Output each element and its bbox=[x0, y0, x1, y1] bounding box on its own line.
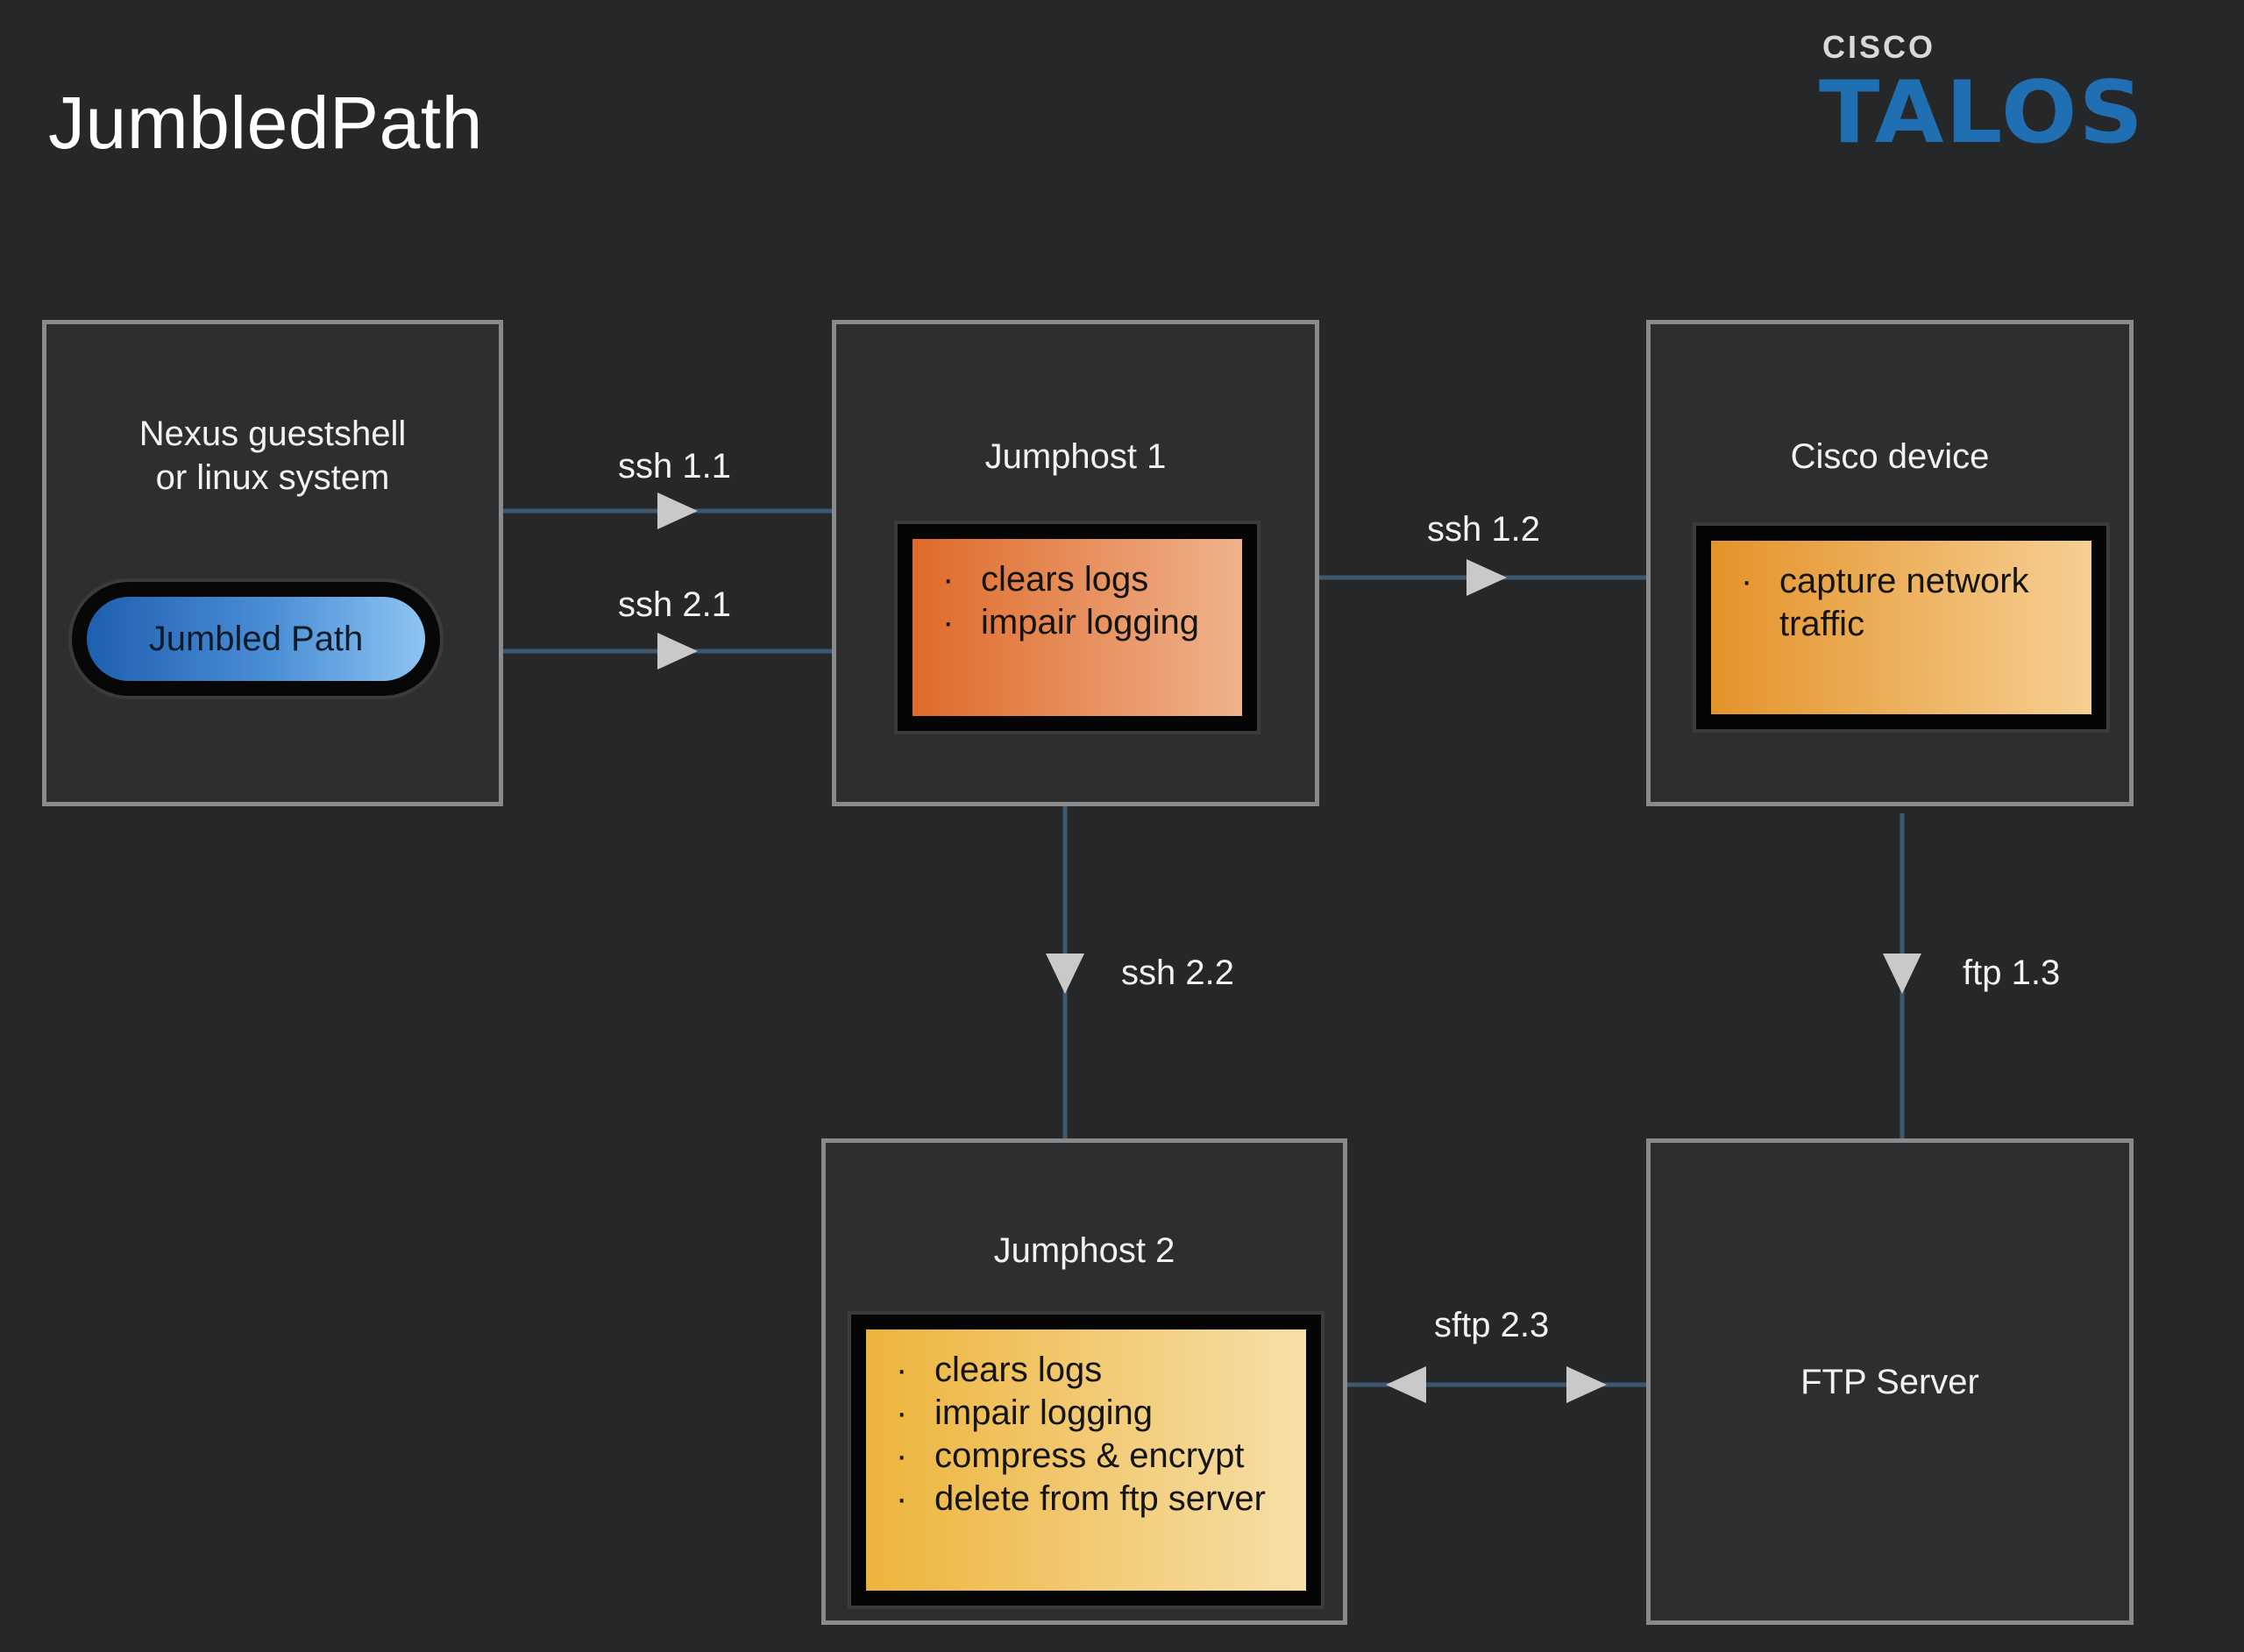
connector-sftp-2-3: sftp 2.3 bbox=[1346, 1306, 1648, 1403]
node-ftp-server: FTP Server bbox=[1646, 1138, 2134, 1625]
node-cisco-device: Cisco device · capture network traffic bbox=[1646, 320, 2134, 806]
arrow-right-icon bbox=[1566, 1366, 1607, 1403]
node-origin-system: Nexus guestshell or linux system Jumbled… bbox=[42, 320, 503, 806]
bullet-icon: · bbox=[896, 1393, 908, 1432]
brand-top-text: CISCO bbox=[1822, 29, 1935, 65]
node-title-jumphost-1: Jumphost 1 bbox=[984, 437, 1167, 476]
action-text: capture network traffic bbox=[1779, 562, 2029, 643]
action-item: · capture network traffic bbox=[1734, 560, 2069, 646]
action-item: · clears logs bbox=[889, 1349, 1283, 1392]
jumbled-path-pill: Jumbled Path bbox=[68, 578, 444, 699]
connector-label-ssh-2-1: ssh 2.1 bbox=[618, 585, 731, 624]
action-list-jumphost-2: · clears logs · impair logging · compress &… bbox=[889, 1349, 1283, 1521]
action-list-jumphost-1: · clears logs · impair logging bbox=[935, 558, 1219, 644]
page-title: JumbledPath bbox=[48, 82, 483, 164]
connector-label-ftp-1-3: ftp 1.3 bbox=[1963, 954, 2060, 992]
cisco-talos-logo: CISCO TALOS bbox=[1819, 29, 2145, 158]
bullet-icon: · bbox=[942, 603, 955, 642]
action-box-cisco-device: · capture network traffic bbox=[1693, 522, 2110, 733]
connector-ssh-2-2: ssh 2.2 bbox=[1046, 805, 1234, 1140]
action-item: · impair logging bbox=[935, 601, 1219, 644]
connector-ftp-1-3: ftp 1.3 bbox=[1883, 813, 2060, 1140]
arrow-left-icon bbox=[1386, 1366, 1426, 1403]
action-text: delete from ftp server bbox=[934, 1479, 1266, 1518]
arrow-right-icon bbox=[1466, 559, 1507, 596]
connector-label-sftp-2-3: sftp 2.3 bbox=[1434, 1306, 1549, 1344]
action-box-jumphost-1: · clears logs · impair logging bbox=[894, 521, 1260, 734]
action-item: · clears logs bbox=[935, 558, 1219, 601]
jumbled-path-label: Jumbled Path bbox=[87, 597, 425, 681]
connector-ssh-1-1: ssh 1.1 bbox=[501, 447, 834, 529]
action-list-cisco-device: · capture network traffic bbox=[1734, 560, 2069, 646]
action-text: impair logging bbox=[934, 1393, 1154, 1432]
bullet-icon: · bbox=[896, 1479, 908, 1518]
action-text: clears logs bbox=[934, 1351, 1103, 1389]
action-item: · delete from ftp server bbox=[889, 1478, 1283, 1521]
action-text: impair logging bbox=[981, 603, 1200, 642]
node-title-jumphost-2: Jumphost 2 bbox=[993, 1231, 1175, 1270]
action-text: compress & encrypt bbox=[934, 1436, 1245, 1475]
connector-ssh-1-2: ssh 1.2 bbox=[1317, 510, 1648, 596]
node-title-line: or linux system bbox=[155, 458, 390, 497]
brand-name: TALOS bbox=[1819, 63, 2145, 158]
action-text: clears logs bbox=[981, 560, 1149, 599]
bullet-icon: · bbox=[1741, 562, 1753, 600]
connector-label-ssh-1-2: ssh 1.2 bbox=[1427, 510, 1540, 549]
action-item: · compress & encrypt bbox=[889, 1435, 1283, 1478]
connector-label-ssh-2-2: ssh 2.2 bbox=[1121, 954, 1234, 992]
connector-ssh-2-1: ssh 2.1 bbox=[501, 585, 834, 670]
arrow-down-icon bbox=[1046, 954, 1084, 994]
arrow-right-icon bbox=[657, 493, 698, 529]
node-title-line: Nexus guestshell bbox=[138, 415, 407, 453]
arrow-right-icon bbox=[657, 633, 698, 670]
arrow-down-icon bbox=[1883, 954, 1921, 994]
bullet-icon: · bbox=[942, 560, 955, 599]
bullet-icon: · bbox=[896, 1351, 908, 1389]
node-title-origin: Nexus guestshell or linux system bbox=[46, 412, 499, 500]
node-jumphost-2: Jumphost 2 · clears logs · impair logging … bbox=[821, 1138, 1347, 1625]
action-box-jumphost-2: · clears logs · impair logging · compress &… bbox=[848, 1311, 1324, 1609]
node-jumphost-1: Jumphost 1 · clears logs · impair logging bbox=[832, 320, 1319, 806]
action-item: · impair logging bbox=[889, 1392, 1283, 1435]
node-title-cisco-device: Cisco device bbox=[1790, 437, 1990, 476]
node-title-ftp-server: FTP Server bbox=[1800, 1363, 1979, 1401]
bullet-icon: · bbox=[896, 1436, 908, 1475]
connector-label-ssh-1-1: ssh 1.1 bbox=[618, 447, 731, 486]
